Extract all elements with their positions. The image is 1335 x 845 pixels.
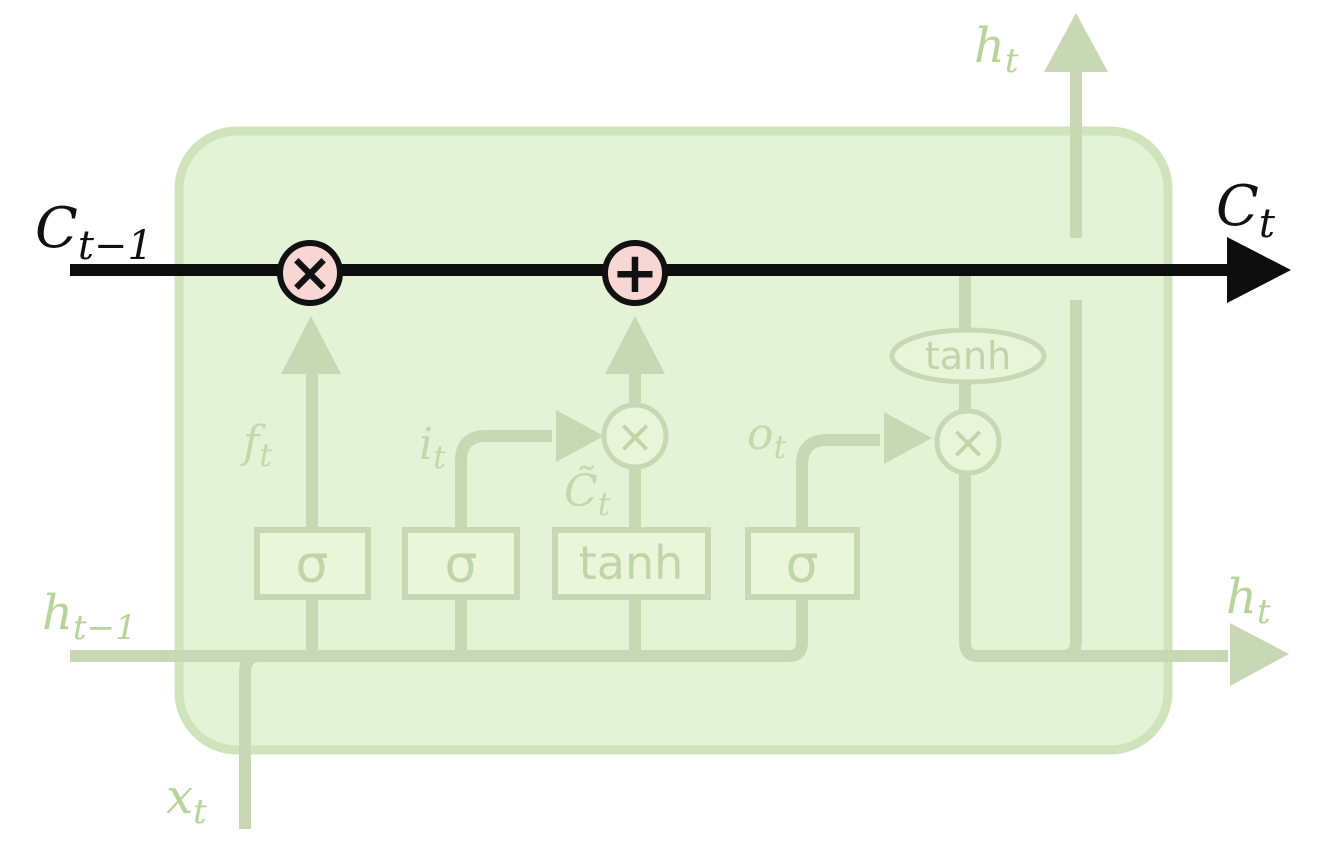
forget-arrowhead-icon xyxy=(281,316,341,374)
pointwise-add-circle xyxy=(602,240,668,306)
output-arrowhead-icon xyxy=(884,412,932,464)
forget-gate-label: ft xyxy=(240,417,272,474)
sigma-icon: σ xyxy=(445,535,478,595)
tanh-icon: tanh xyxy=(579,536,684,590)
cell-state-highlight: × + xyxy=(70,237,1291,306)
hidden-out-right-label: ht xyxy=(1226,569,1271,632)
cell-state-tanh-branch-line xyxy=(959,272,1228,662)
input-gate-box: σ xyxy=(402,527,520,600)
x-input-label: xt xyxy=(166,769,207,832)
x-input-line xyxy=(239,650,262,829)
input-gate-label: it xyxy=(419,419,446,476)
faded-gate-nodes: σ σ tanh σ tanh × × xyxy=(254,327,1047,600)
sigma-icon: σ xyxy=(786,535,819,595)
output-gate-rect xyxy=(745,527,860,600)
hidden-out-top-label: ht xyxy=(974,18,1019,81)
cell-state-out-label: Ct xyxy=(1216,174,1276,247)
candidate-multiply-node: × xyxy=(601,402,669,470)
cell-multiply-node: × xyxy=(277,240,343,306)
forget-gate-rect xyxy=(254,527,371,600)
hidden-input-line xyxy=(70,597,808,662)
candidate-multiply-circle xyxy=(601,402,669,470)
output-gate-output-line xyxy=(796,434,880,530)
hidden-output-top-arrowhead-icon xyxy=(1044,13,1108,72)
cell-state-in-label: Ct−1 xyxy=(35,196,153,269)
candidate-gate-box: tanh xyxy=(552,527,711,600)
hidden-in-label: ht−1 xyxy=(42,585,137,648)
tanh-icon: tanh xyxy=(925,334,1011,378)
output-multiply-circle xyxy=(934,408,1002,476)
cell-state-arrowhead-icon xyxy=(1227,237,1291,303)
candidate-arrowhead-icon xyxy=(605,316,665,374)
forget-gate-box: σ xyxy=(254,527,371,600)
candidate-label: C̃t xyxy=(564,464,611,523)
hidden-output-right-arrowhead-icon xyxy=(1230,623,1289,686)
pointwise-multiply-circle xyxy=(277,240,343,306)
multiply-icon: × xyxy=(287,241,332,304)
hidden-output-up-line-lower xyxy=(1061,300,1082,662)
output-gate-box: σ xyxy=(745,527,860,600)
output-multiply-node: × xyxy=(934,408,1002,476)
multiply-icon: × xyxy=(616,409,655,463)
multiply-icon: × xyxy=(949,415,988,469)
input-gate-output-line xyxy=(455,430,552,530)
candidate-gate-rect xyxy=(552,527,711,600)
cell-add-node: + xyxy=(602,240,668,306)
output-tanh-oval: tanh xyxy=(889,327,1047,385)
tanh-oval-shape xyxy=(889,327,1047,385)
sigma-icon: σ xyxy=(296,535,329,595)
output-gate-label: ot xyxy=(747,409,787,466)
input-arrowhead-icon xyxy=(556,410,604,462)
outer-labels: Ct−1 Ct ht ht ht−1 xt xyxy=(35,18,1276,832)
plus-icon: + xyxy=(612,241,659,306)
input-gate-rect xyxy=(402,527,520,600)
faded-internal-labels: ft it ot C̃t xyxy=(240,409,787,523)
